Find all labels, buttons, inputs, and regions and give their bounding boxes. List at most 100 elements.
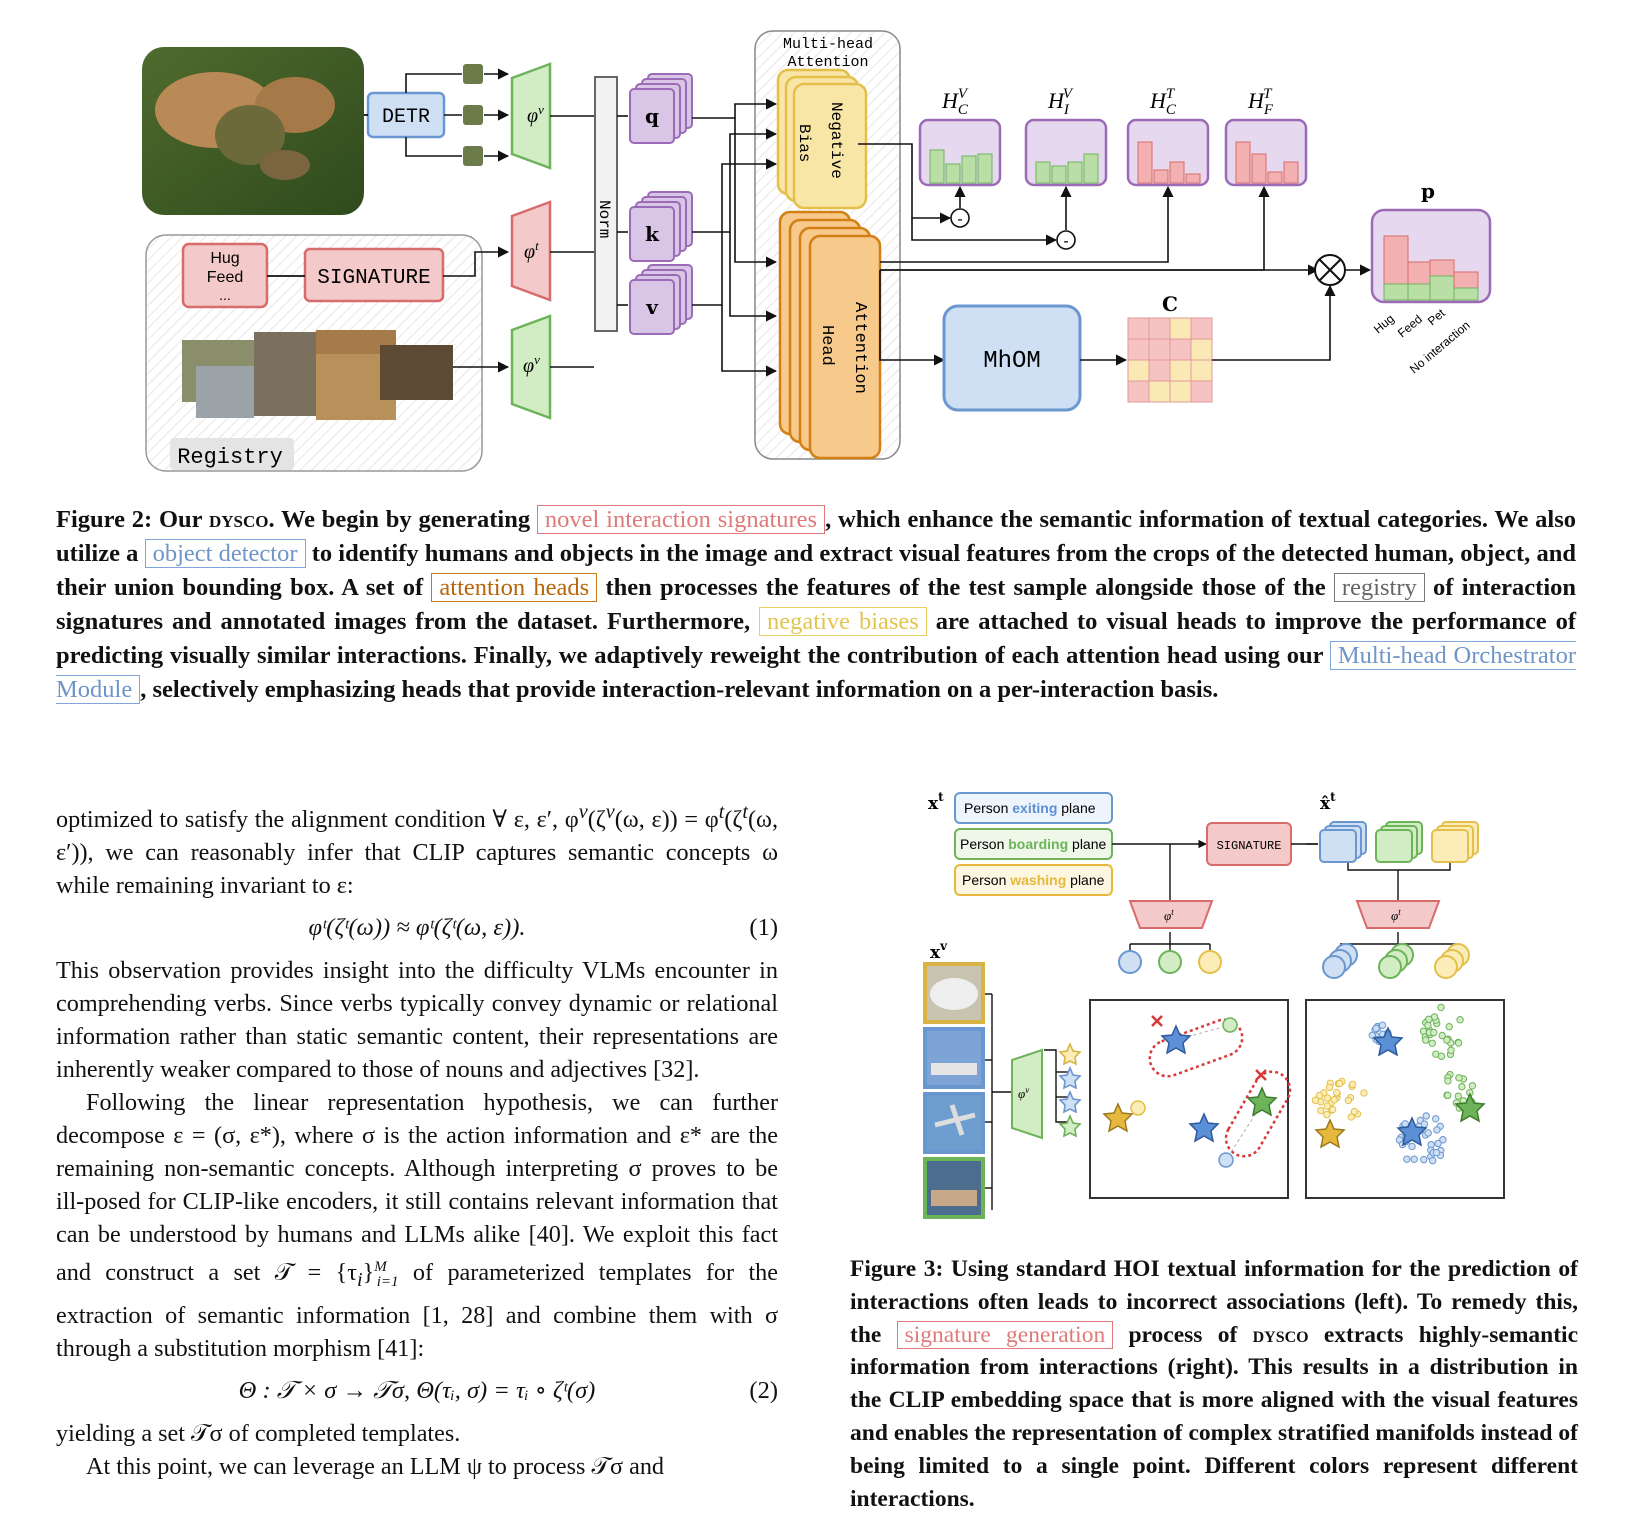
svg-text:Person boarding plane: Person boarding plane [960,836,1106,852]
svg-text:x̂t: x̂t [1320,790,1336,814]
head-sup-cv: V [958,86,969,102]
embedding-point [1372,1032,1380,1040]
attention-head-label-1: Attention [850,302,869,394]
p3-sup: M [374,1259,387,1276]
c-matrix-cell [1148,359,1171,382]
cap2-box-heads: attention heads [431,573,598,602]
embedding-point [1452,1099,1461,1107]
svg-text:HIV: HIV [1047,86,1074,118]
xhat-base: x̂ [1320,794,1331,814]
embedding-point [1315,1091,1324,1100]
embedding-point [1320,1089,1328,1097]
embedding-point [1458,1103,1466,1111]
xv-label: xv [930,939,948,963]
norm-label: Norm [595,200,613,238]
xv-sup: v [939,939,948,953]
norm-block: Norm [594,76,618,332]
cap2-box-registry: registry [1333,573,1425,602]
v-stack: v [629,264,693,335]
embedding-point [1368,1031,1376,1039]
p1-a: optimized to satisfy the alignment condi… [56,806,579,834]
qkv-connectors [692,98,778,377]
body-text-left-column: optimized to satisfy the alignment condi… [56,796,778,1483]
attention-head-label-2: Head [817,325,836,366]
embedding-point [1400,1124,1408,1133]
embedding-point [1443,1036,1451,1044]
paragraph-1: optimized to satisfy the alignment condi… [56,801,779,900]
fig3-visual-encoder: φv [1011,1048,1043,1140]
c-matrix-cell [1169,380,1192,403]
k-stack: k [629,191,693,262]
embedding-point [1384,1029,1392,1037]
prompt-1-pre: Person [964,800,1012,816]
p1-b: (ζ [587,806,606,834]
signature-stacks [1319,821,1479,863]
embedding-point [1378,1021,1387,1029]
embedding-point [1373,1022,1382,1031]
visual-feature-star [1396,1116,1428,1147]
embedding-point [1371,1025,1379,1034]
attention-head-stack: Attention Head [778,210,882,460]
embedding-panel-right [1305,999,1505,1199]
cap3-text-3: extracts highly-semantic information fro… [850,1321,1579,1512]
negative-bias-label-2: Bias [795,124,813,162]
embedding-point [1403,1155,1411,1163]
embedding-point [1401,1120,1409,1128]
embedding-point [1328,1106,1336,1114]
visual-star-stack [1058,1041,1082,1138]
xt-base: x [928,794,939,814]
head-hist-cv [918,118,1002,187]
q-stack: q [629,73,693,144]
embedding-point [1415,1122,1423,1131]
embedding-point [1432,1148,1441,1157]
embedding-point [1446,1050,1455,1059]
embedding-point [1402,1137,1410,1146]
cap2-text-2: , which enhance the semantic information… [56,506,1576,567]
head-hist-ct [1126,118,1210,187]
p3-a: Following the linear representation hypo… [56,1089,778,1287]
negative-bias-stack: Negative Bias [776,68,868,210]
c-label: C [1162,292,1178,316]
head-labels: HCV HIV HCT HFT [941,86,1274,118]
c-matrix-cell [1127,380,1150,403]
head-hist-ft [1224,118,1308,187]
equation-1-text: φᵗ(ζᵗ(ω)) ≈ φᵗ(ζᵗ(ω, ε)). [308,914,526,942]
cap3-method-name: dysco [1252,1321,1309,1348]
p3-c: of parameterized templates for the extra… [56,1259,779,1362]
phi-v-symbol: φ [527,105,538,127]
c-matrix: C [1127,292,1213,403]
svg-text:xv: xv [930,939,948,963]
embedding-point [1432,1019,1441,1028]
p-categories: Hug Feed Pet No interaction [1371,306,1473,377]
phi-t-superscript: t [535,238,539,253]
prompt-3-pre: Person [962,872,1010,888]
p1-e: (ω, ε′)), we can reasonably infer that C… [56,806,779,900]
embedding-point [1443,1091,1451,1099]
embedding-point [1422,1036,1430,1044]
cap3-text-1: Figure 3: Using standard HOI textual inf… [850,1256,1578,1348]
embedding-point [1326,1079,1334,1088]
head-label-ct: H [1149,88,1167,113]
cap2-text-5: of interaction signatures and annotated … [56,574,1577,635]
embedding-point [1427,1140,1435,1149]
embedding-point [1410,1124,1418,1132]
embedding-point [1466,1089,1474,1097]
prompt-2-pre: Person [960,836,1008,852]
embedding-point [1425,1028,1434,1037]
prompt-boxes: Person exiting plane Person boarding pla… [954,792,1113,896]
cap3-text-2: process of [1113,1321,1253,1348]
paragraph-5: At this point, we can leverage an LLM ψ … [86,1452,665,1480]
embedding-point [1425,1026,1434,1034]
cap2-box-signatures: novel interaction signatures [536,505,826,534]
embedding-point [1398,1140,1407,1149]
svg-text:φt: φt [1164,907,1174,923]
embedding-point [1347,1113,1356,1121]
embedding-point [1468,1082,1477,1090]
paragraph-3: Following the linear representation hypo… [56,1089,779,1362]
visual-encoder-bottom: φv [510,314,552,420]
head-label-cv: H [941,88,959,113]
category-hug: Hug [210,250,239,267]
q-label: q [645,104,659,128]
signature-label: SIGNATURE [317,267,430,290]
embedding-point [1421,1033,1430,1041]
